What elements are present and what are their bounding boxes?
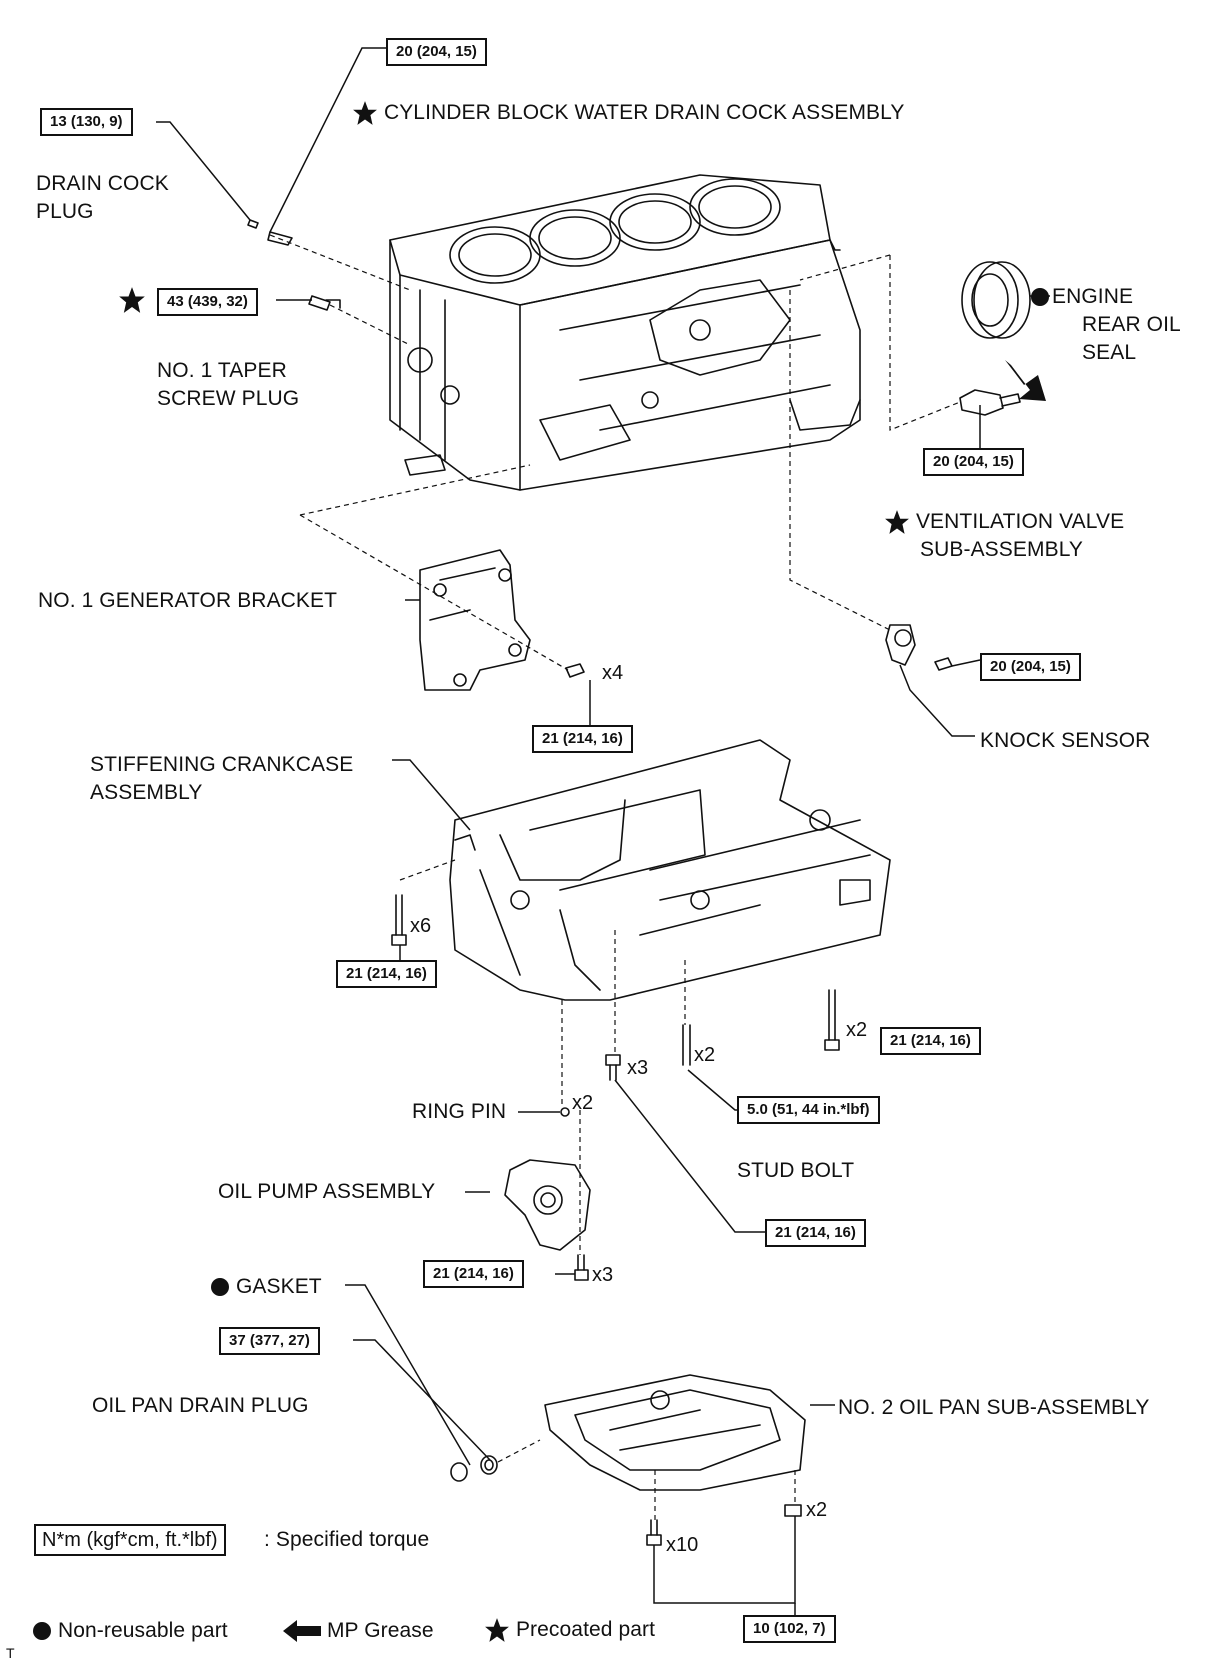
legend-non-reusable: Non-reusable part [32, 1617, 228, 1644]
knock-sensor [885, 624, 953, 671]
drain-cock-parts [247, 219, 341, 311]
label-no1-taper-2: SCREW PLUG [157, 387, 300, 410]
label-engine-rear-oil-seal-2: REAR OIL [1082, 313, 1181, 336]
label-no2-oil-pan: NO. 2 OIL PAN SUB-ASSEMBLY [838, 1396, 1150, 1419]
torque-crankcase-x2-right: 21 (214, 16) [880, 1027, 981, 1055]
qty-oil-pan-bolts: x10 [666, 1534, 699, 1556]
torque-drain-cock-plug: 13 (130, 9) [40, 108, 133, 136]
arrow-left-icon [283, 1620, 321, 1643]
star-icon [885, 510, 909, 535]
qty-ring-pins: x2 [572, 1092, 594, 1114]
qty-generator-bolts: x4 [602, 662, 624, 684]
generator-bracket [419, 549, 585, 691]
filled-circle-icon [1031, 288, 1049, 307]
qty-crankcase-right: x2 [846, 1019, 868, 1041]
torque-oil-pan: 10 (102, 7) [743, 1615, 836, 1643]
label-stiffening-crankcase-1: STIFFENING CRANKCASE [90, 753, 354, 776]
torque-drain-cock: 20 (204, 15) [386, 38, 487, 66]
torque-crankcase-x3-center: 21 (214, 16) [765, 1219, 866, 1247]
taper-plug-star [118, 286, 146, 314]
label-cylinder-block-water-drain-cock: CYLINDER BLOCK WATER DRAIN COCK ASSEMBLY [352, 99, 905, 126]
filled-circle-icon [211, 1278, 229, 1297]
torque-stud-bolt: 5.0 (51, 44 in.*lbf) [737, 1096, 880, 1124]
ventilation-valve [959, 389, 1021, 416]
crankcase-bolts [391, 894, 840, 1117]
label-drain-cock-plug-2: PLUG [36, 200, 94, 223]
torque-generator-bracket: 21 (214, 16) [532, 725, 633, 753]
legend-mp-grease: MP Grease [283, 1617, 434, 1644]
label-engine-rear-oil-seal-1: ENGINE [1031, 283, 1133, 310]
label-stud-bolt: STUD BOLT [737, 1159, 855, 1182]
star-icon [485, 1618, 509, 1643]
filled-circle-icon [33, 1622, 51, 1641]
label-oil-pan-drain-plug: OIL PAN DRAIN PLUG [92, 1394, 309, 1417]
oil-pump [504, 1159, 591, 1281]
rear-oil-seal [961, 261, 1031, 339]
torque-oil-pan-drain-plug: 37 (377, 27) [219, 1327, 320, 1355]
legend-torque-box: N*m (kgf*cm, ft.*lbf) [34, 1524, 226, 1556]
label-ring-pin: RING PIN [412, 1100, 507, 1123]
label-drain-cock-plug-1: DRAIN COCK [36, 172, 169, 195]
torque-taper-screw-plug: 43 (439, 32) [157, 288, 258, 316]
torque-ventilation-valve: 20 (204, 15) [923, 448, 1024, 476]
stiffening-crankcase [449, 739, 891, 1001]
qty-oil-pan-nuts: x2 [806, 1499, 828, 1521]
label-stiffening-crankcase-2: ASSEMBLY [90, 781, 203, 804]
mp-grease-arrow [1005, 360, 1046, 401]
legend-precoated: Precoated part [484, 1616, 655, 1643]
label-gasket: GASKET [210, 1273, 322, 1300]
torque-crankcase-x6: 21 (214, 16) [336, 960, 437, 988]
footer-mark: T [6, 1645, 15, 1661]
cylinder-block [389, 174, 861, 491]
oil-pan [450, 1374, 806, 1546]
torque-knock-sensor: 20 (204, 15) [980, 653, 1081, 681]
label-knock-sensor: KNOCK SENSOR [980, 729, 1151, 752]
label-no1-taper-1: NO. 1 TAPER [157, 359, 287, 382]
qty-stud-bolts: x2 [694, 1044, 716, 1066]
qty-crankcase-left: x6 [410, 915, 432, 937]
legend-torque-desc: : Specified torque [264, 1528, 430, 1551]
label-oil-pump-assembly: OIL PUMP ASSEMBLY [218, 1180, 436, 1203]
label-ventilation-valve-2: SUB-ASSEMBLY [920, 538, 1084, 561]
star-icon [353, 101, 377, 126]
star-icon [119, 287, 145, 314]
qty-center-bolts: x3 [627, 1057, 649, 1079]
label-ventilation-valve-1: VENTILATION VALVE [884, 508, 1124, 535]
label-no1-generator-bracket: NO. 1 GENERATOR BRACKET [38, 589, 338, 612]
qty-oil-pump-bolts: x3 [592, 1264, 614, 1286]
torque-oil-pump: 21 (214, 16) [423, 1260, 524, 1288]
label-engine-rear-oil-seal-3: SEAL [1082, 341, 1137, 364]
